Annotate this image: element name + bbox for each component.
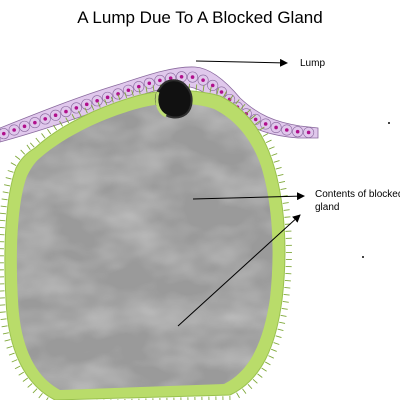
cell-nucleus: [254, 118, 258, 122]
wall-cell-divider: [196, 84, 197, 90]
cell-nucleus: [85, 103, 89, 107]
wall-cell-divider: [281, 188, 287, 189]
wall-cell-divider: [268, 356, 273, 359]
cell-nucleus: [147, 81, 151, 85]
wall-cell-divider: [21, 150, 25, 154]
wall-cell-divider: [284, 210, 290, 211]
cell-nucleus: [64, 110, 68, 114]
wall-cell-divider: [23, 378, 28, 382]
wall-cell-divider: [3, 192, 9, 193]
wall-cell-divider: [11, 163, 16, 166]
cell-nucleus: [296, 130, 300, 134]
wall-cell-divider: [274, 343, 280, 345]
wall-cell-divider: [1, 206, 7, 207]
gland-contents-texture: [17, 104, 273, 390]
cell-nucleus: [201, 78, 205, 82]
wall-cell-divider: [258, 374, 263, 378]
wall-cell-divider: [12, 360, 18, 362]
cell-nucleus: [274, 126, 278, 130]
wall-cell-divider: [266, 140, 271, 143]
cell-nucleus: [54, 113, 58, 117]
wall-cell-divider: [27, 145, 30, 150]
diagram-title: A Lump Due To A Blocked Gland: [0, 8, 400, 28]
wall-cell-divider: [271, 349, 277, 351]
wall-cell-divider: [6, 178, 12, 179]
wall-cell-divider: [276, 336, 282, 338]
wall-cell-divider: [39, 393, 43, 398]
wall-cell-divider: [2, 326, 8, 327]
cell-nucleus: [75, 106, 79, 110]
cell-nucleus: [211, 84, 215, 88]
wall-cell-divider: [265, 362, 270, 365]
stray-mark: [362, 256, 364, 258]
wall-cell-divider: [3, 333, 9, 334]
cell-nucleus: [12, 128, 16, 132]
wall-cell-divider: [278, 174, 284, 175]
wall-cell-divider: [279, 181, 285, 182]
wall-cell-divider: [284, 287, 290, 288]
wall-cell-divider: [42, 133, 46, 138]
cell-nucleus: [127, 88, 131, 92]
stray-mark: [388, 122, 390, 124]
cell-nucleus: [43, 117, 47, 121]
wall-cell-divider: [19, 372, 24, 375]
wall-cell-divider: [8, 170, 14, 172]
cell-nucleus: [264, 122, 268, 126]
wall-cell-divider: [47, 129, 50, 134]
cell-nucleus: [307, 131, 311, 135]
wall-cell-divider: [281, 315, 287, 316]
wall-cell-divider: [279, 322, 285, 323]
wall-cell-divider: [28, 384, 33, 388]
wall-cell-divider: [263, 133, 268, 136]
cell-nucleus: [191, 75, 195, 79]
cell-nucleus: [158, 79, 162, 83]
cell-nucleus: [180, 75, 184, 79]
wall-cell-divider: [272, 154, 278, 156]
wall-cell-divider: [15, 366, 20, 369]
wall-cell-divider: [30, 143, 34, 147]
cell-nucleus: [23, 125, 27, 129]
wall-cell-divider: [278, 329, 284, 330]
wall-cell-divider: [242, 389, 246, 394]
wall-cell-divider: [262, 368, 267, 371]
wall-cell-divider: [284, 294, 290, 295]
contents-label: Contents of blocked gland: [315, 188, 400, 214]
wall-cell-divider: [253, 379, 257, 383]
lump-arrow: [196, 61, 287, 63]
wall-cell-divider: [276, 167, 282, 169]
wall-cell-divider: [2, 199, 8, 200]
wall-cell-divider: [53, 125, 56, 130]
wall-cell-divider: [269, 147, 275, 149]
wall-cell-divider: [36, 138, 40, 143]
wall-cell-divider: [1, 319, 7, 320]
cell-nucleus: [220, 90, 224, 94]
wall-cell-divider: [0, 312, 6, 313]
wall-cell-divider: [248, 384, 252, 388]
wall-cell-divider: [282, 308, 288, 309]
wall-cell-divider: [5, 340, 11, 341]
wall-cell-divider: [4, 185, 10, 186]
wall-cell-divider: [33, 389, 37, 393]
cell-nucleus: [2, 132, 6, 136]
cell-nucleus: [285, 128, 289, 132]
wall-cell-divider: [284, 217, 290, 218]
wall-cell-divider: [15, 156, 20, 160]
cell-nucleus: [137, 85, 141, 89]
lump-label: Lump: [300, 57, 325, 70]
wall-cell-divider: [237, 393, 240, 398]
wall-cell-divider: [274, 161, 280, 163]
wall-cell-divider: [9, 353, 15, 355]
cell-nucleus: [33, 121, 37, 125]
wall-cell-divider: [283, 301, 289, 302]
wall-cell-divider: [0, 213, 6, 214]
wall-cell-divider: [283, 203, 289, 204]
wall-cell-divider: [7, 346, 13, 348]
cell-nucleus: [106, 96, 110, 100]
